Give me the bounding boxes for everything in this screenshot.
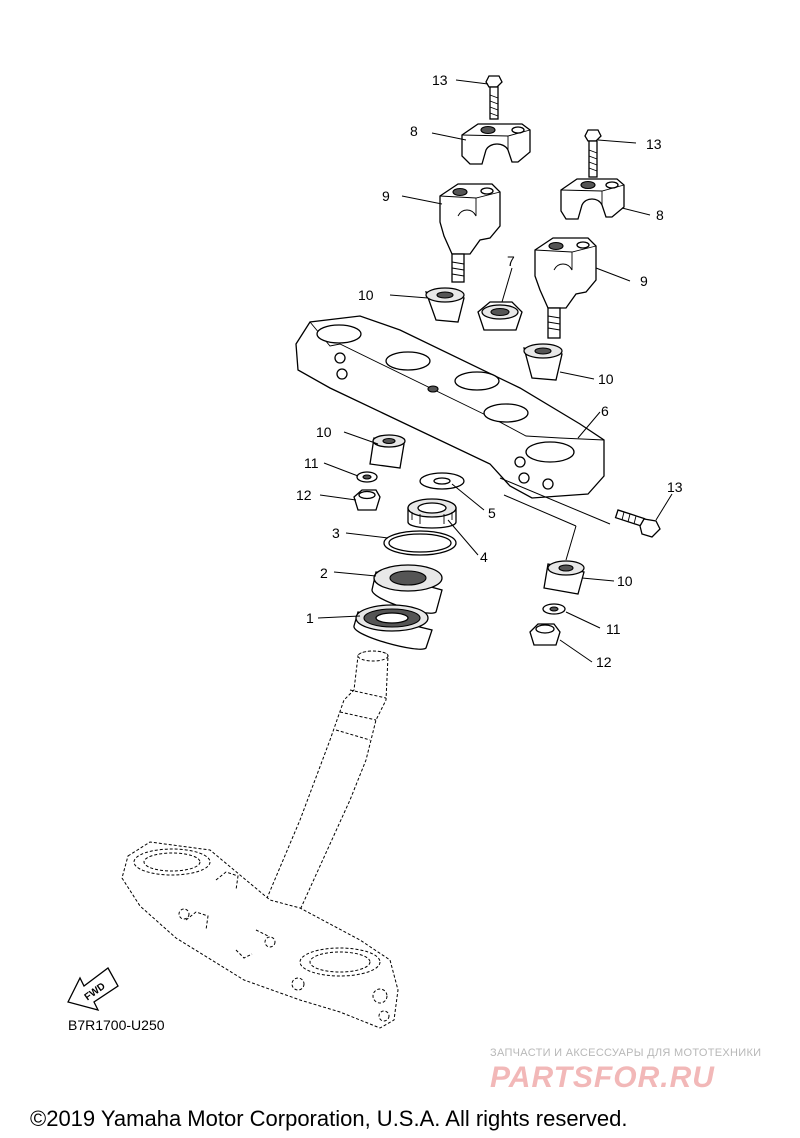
callout-2: 2 xyxy=(320,565,328,581)
callout-9: 9 xyxy=(640,273,648,289)
handlebar-holder-9-left xyxy=(439,183,501,283)
callout-10: 10 xyxy=(316,424,332,440)
callout-10: 10 xyxy=(598,371,614,387)
damper-10-top-left xyxy=(425,287,465,323)
washer-5 xyxy=(419,472,465,490)
callout-13: 13 xyxy=(432,72,448,88)
bolt-13-side xyxy=(614,509,661,538)
callout-8: 8 xyxy=(656,207,664,223)
fwd-arrow-icon: FWD xyxy=(67,967,119,1011)
bearing-2 xyxy=(371,564,443,614)
callout-7: 7 xyxy=(507,253,515,269)
steering-stem-lower-bracket xyxy=(121,650,399,1029)
damper-10-low-right xyxy=(543,560,585,595)
stem-nut-7 xyxy=(477,301,523,331)
damper-10-mid-right xyxy=(523,343,563,381)
copyright-footer: ©2019 Yamaha Motor Corporation, U.S.A. A… xyxy=(30,1106,627,1131)
diagram-code: B7R1700-U250 xyxy=(68,1017,165,1033)
damper-10-mid-left xyxy=(369,434,406,469)
washer-11-left xyxy=(356,471,378,483)
callout-11: 11 xyxy=(304,455,319,471)
callout-3: 3 xyxy=(332,525,340,541)
upper-bracket-6 xyxy=(295,315,605,499)
bearing-1 xyxy=(353,604,433,650)
upper-clamp-8-right xyxy=(560,178,625,220)
bolt-13-top-left xyxy=(485,75,503,120)
callout-10: 10 xyxy=(358,287,374,303)
callout-12: 12 xyxy=(296,487,312,503)
watermark-brand: PARTSFOR.RU xyxy=(490,1061,715,1094)
upper-clamp-8-left xyxy=(461,123,531,165)
seal-3 xyxy=(383,530,457,556)
callout-labels: 13 8 9 10 7 13 8 9 10 6 10 11 12 5 4 3 2… xyxy=(296,72,683,670)
nut-12-right xyxy=(529,623,561,646)
callout-6: 6 xyxy=(601,403,609,419)
callout-13: 13 xyxy=(646,136,662,152)
watermark-tagline: ЗАПЧАСТИ И АКСЕССУАРЫ ДЛЯ МОТОТЕХНИКИ xyxy=(490,1047,761,1059)
nut-12-left xyxy=(353,489,381,511)
callout-12: 12 xyxy=(596,654,612,670)
callout-9: 9 xyxy=(382,188,390,204)
bolt-13-top-right xyxy=(584,129,602,178)
callout-1: 1 xyxy=(306,610,314,626)
callout-10: 10 xyxy=(617,573,633,589)
washer-11-right xyxy=(542,603,566,615)
callout-4: 4 xyxy=(480,549,488,565)
callout-8: 8 xyxy=(410,123,418,139)
handlebar-holder-9-right xyxy=(534,237,597,339)
callout-11: 11 xyxy=(606,621,621,637)
leader-lines xyxy=(317,79,673,663)
ring-nut-4 xyxy=(407,498,457,529)
callout-13: 13 xyxy=(667,479,683,495)
callout-5: 5 xyxy=(488,505,496,521)
